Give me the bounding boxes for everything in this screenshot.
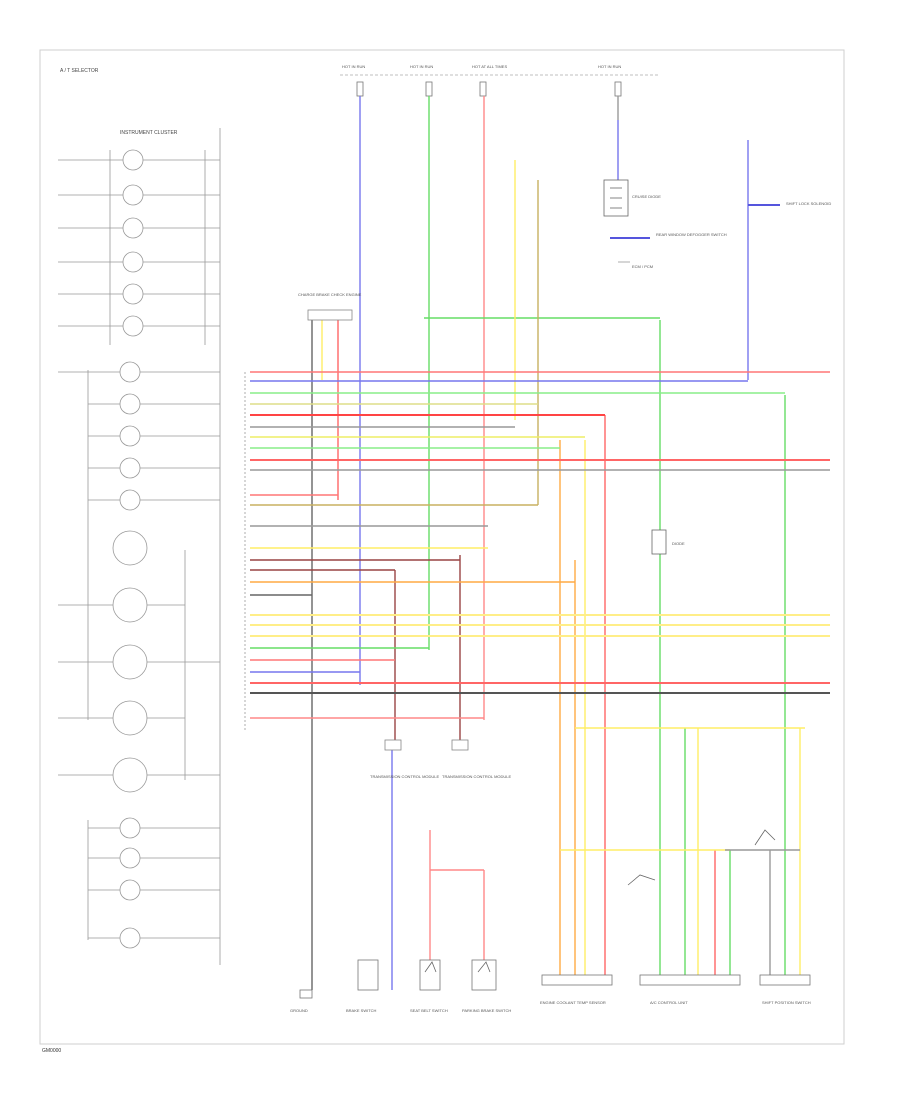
tcm-left-label: TRANSMISSION CONTROL MODULE [370, 774, 440, 779]
cruise-diode: CRUISE DIODE [603, 179, 661, 217]
ac-control-label: A/C CONTROL UNIT [650, 1000, 688, 1005]
bottom-components [299, 959, 811, 999]
lower-lamps [88, 817, 220, 949]
rear-diode-label: DIODE [672, 541, 685, 546]
footer-code: GM0000 [42, 1048, 61, 1054]
cruise-diode-label: CRUISE DIODE [632, 194, 661, 199]
instrument-cluster: INSTRUMENT CLUSTER [58, 128, 221, 965]
rear-diode: DIODE [651, 529, 685, 555]
cluster-title: INSTRUMENT CLUSTER [120, 130, 178, 136]
fuse-label-3: HOT AT ALL TIMES [472, 64, 507, 69]
horizontal-wires [250, 371, 830, 851]
bottom-component-labels: GROUND BRAKE SWITCH SEAT BELT SWITCH PAR… [290, 1000, 811, 1013]
fuse-label-2: HOT IN RUN [410, 64, 433, 69]
brake-switch-label: BRAKE SWITCH [346, 1008, 377, 1013]
dash-cluster-connector: CHARGE BRAKE CHECK ENGINE [244, 292, 362, 730]
vertical-wires [311, 96, 801, 990]
tcm-left-connector: TRANSMISSION CONTROL MODULE [370, 739, 440, 779]
switch-glyphs [424, 829, 776, 973]
shift-position-switch-label: SHIFT POSITION SWITCH [762, 1000, 811, 1005]
gauges [58, 530, 220, 793]
dash-cluster-connector-label: CHARGE BRAKE CHECK ENGINE [298, 292, 362, 297]
shift-lock-solenoid-label: SHIFT LOCK SOLENOID [786, 201, 831, 206]
ground-label: GROUND [290, 1008, 308, 1013]
fuse-block: HOT IN RUN HOT IN RUN HOT AT ALL TIMES H… [340, 64, 660, 97]
tcm-right-label: TRANSMISSION CONTROL MODULE [442, 774, 512, 779]
rear-window-defogger-switch-label: REAR WINDOW DEFOGGER SWITCH [656, 232, 727, 237]
tcm-right-connector: TRANSMISSION CONTROL MODULE [442, 739, 512, 779]
fuse-label-4: HOT IN RUN [598, 64, 621, 69]
seat-belt-label: SEAT BELT SWITCH [410, 1008, 448, 1013]
engine-coolant-sensor-label: ENGINE COOLANT TEMP SENSOR [540, 1000, 606, 1005]
fuse-label-1: HOT IN RUN [342, 64, 365, 69]
shift-lock-solenoid: SHIFT LOCK SOLENOID [748, 201, 831, 206]
rear-window-defogger-switch: REAR WINDOW DEFOGGER SWITCH ECM / PCM [610, 232, 727, 269]
ecm-pcm-label: ECM / PCM [632, 264, 653, 269]
page-label: A / T SELECTOR [60, 68, 99, 74]
indicator-lamps [58, 149, 220, 511]
page-border [39, 49, 845, 1045]
parking-brake-label: PARKING BRAKE SWITCH [462, 1008, 511, 1013]
